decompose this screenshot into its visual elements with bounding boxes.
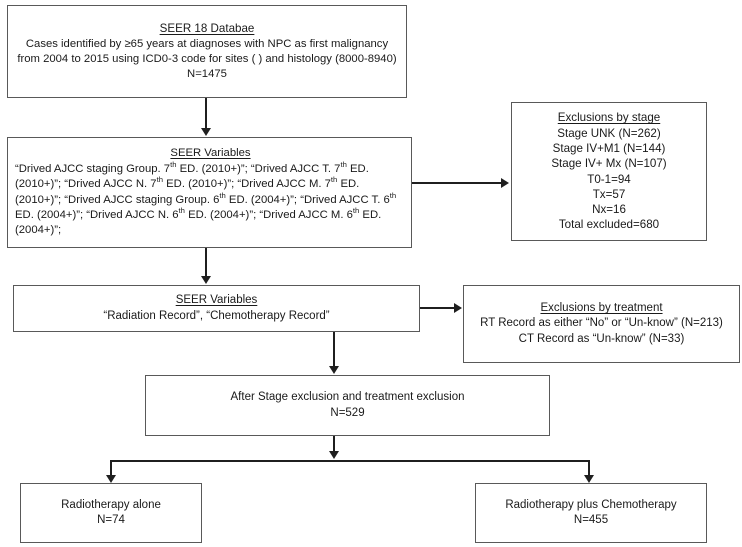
node-seer-database: SEER 18 Databae Cases identified by ≥65 … (7, 5, 407, 98)
connector-after-exclusion-stem (333, 436, 335, 453)
node-radiotherapy-plus-chemotherapy: Radiotherapy plus Chemotherapy N=455 (475, 483, 707, 543)
arrowhead-variables-stage-to-treatment-icon (201, 276, 211, 284)
arrowhead-treatment-to-exclusions-treatment-icon (454, 303, 462, 313)
node-seer-database-body: Cases identified by ≥65 years at diagnos… (17, 38, 397, 66)
node-exclusions-by-treatment: Exclusions by treatment RT Record as eit… (463, 285, 740, 363)
connector-database-to-variables (205, 98, 207, 129)
node-radiotherapy-alone-count: N=74 (97, 514, 125, 526)
node-exclusions-by-stage-title: Exclusions by stage (557, 111, 661, 125)
connector-bus-to-radiotherapy-chemo (588, 460, 590, 477)
connector-treatment-to-exclusions-treatment (420, 307, 455, 309)
connector-variables-stage-to-treatment (205, 248, 207, 277)
connector-treatment-to-after-exclusion (333, 332, 335, 367)
node-seer-variables-treatment-body: “Radiation Record”, “Chemotherapy Record… (103, 309, 330, 322)
node-seer-variables-stage: SEER Variables “Drived AJCC staging Grou… (7, 137, 412, 248)
exclusion-stage-line: Nx=16 (592, 203, 626, 217)
exclusion-stage-line: Stage IV+M1 (N=144) (552, 141, 666, 155)
node-exclusions-by-stage: Exclusions by stage Stage UNK (N=262) St… (511, 102, 707, 241)
node-exclusions-by-treatment-title: Exclusions by treatment (540, 302, 663, 315)
node-after-exclusion-count: N=529 (330, 406, 365, 419)
arrowhead-bus-to-radiotherapy-alone-icon (106, 475, 116, 483)
node-seer-database-title: SEER 18 Databae (159, 21, 255, 35)
node-after-exclusion: After Stage exclusion and treatment excl… (145, 375, 550, 436)
node-radiotherapy-alone: Radiotherapy alone N=74 (20, 483, 202, 543)
connector-split-bus (110, 460, 590, 462)
arrowhead-bus-to-radiotherapy-chemo-icon (584, 475, 594, 483)
node-seer-variables-stage-title: SEER Variables (170, 147, 251, 160)
arrowhead-variables-to-exclusions-stage-icon (501, 178, 509, 188)
node-seer-variables-treatment-title: SEER Variables (175, 294, 258, 307)
node-radiotherapy-alone-label: Radiotherapy alone (61, 498, 161, 511)
connector-variables-to-exclusions-stage (412, 182, 502, 184)
arrowhead-treatment-to-after-exclusion-icon (329, 366, 339, 374)
exclusion-treatment-line: CT Record as “Un-know” (N=33) (518, 332, 685, 345)
node-seer-database-count: N=1475 (187, 68, 227, 81)
exclusion-treatment-line: RT Record as either “No” or “Un-know” (N… (480, 317, 723, 330)
arrowhead-database-to-variables-icon (201, 128, 211, 136)
node-radiotherapy-plus-chemotherapy-label: Radiotherapy plus Chemotherapy (505, 498, 677, 511)
node-seer-variables-treatment: SEER Variables “Radiation Record”, “Chem… (13, 285, 420, 332)
exclusion-stage-line: Stage IV+ Mx (N=107) (551, 157, 667, 171)
node-radiotherapy-plus-chemotherapy-count: N=455 (573, 514, 609, 526)
node-after-exclusion-label: After Stage exclusion and treatment excl… (230, 391, 465, 404)
connector-bus-to-radiotherapy-alone (110, 460, 112, 477)
arrowhead-after-exclusion-stem-icon (329, 451, 339, 459)
exclusion-stage-total: Total excluded=680 (558, 218, 660, 232)
exclusion-stage-line: Stage UNK (N=262) (557, 126, 661, 140)
exclusion-stage-line: T0-1=94 (587, 172, 631, 186)
node-seer-variables-stage-body: “Drived AJCC staging Group. 7th ED. (201… (15, 160, 397, 237)
exclusion-stage-line: Tx=57 (592, 187, 626, 201)
